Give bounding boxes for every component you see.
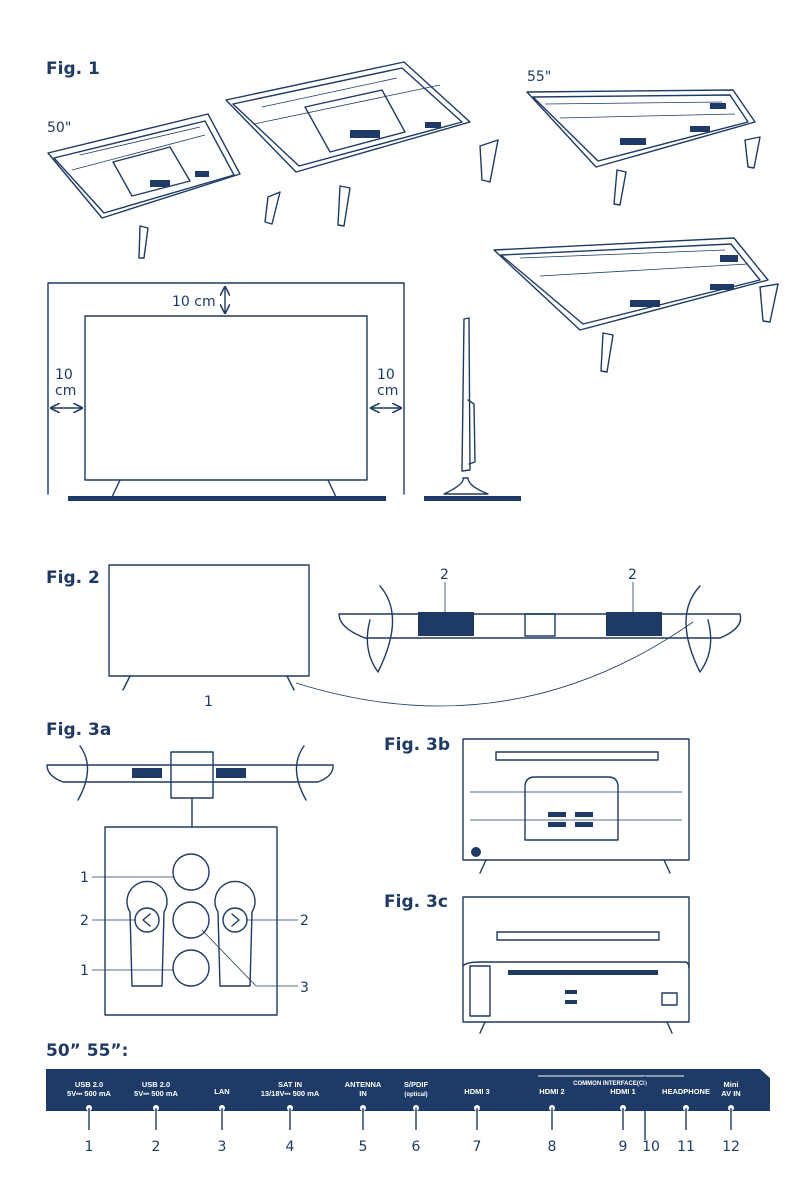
fig3a-callout-3: 3 [300, 980, 309, 996]
fig3a-callout-2b: 2 [300, 913, 309, 929]
port-number-2: 2 [152, 1139, 161, 1155]
fig2-label: Fig. 2 [46, 568, 100, 588]
port-number-11: 11 [677, 1139, 695, 1155]
port-number-1: 1 [85, 1139, 94, 1155]
tv-back-50-small [48, 114, 280, 258]
tv-back-fig3b [463, 739, 689, 873]
port-label-11: HEADPHONE [662, 1087, 710, 1096]
port-sublabel-5: IN [359, 1089, 367, 1098]
fig2-callout-2a: 2 [440, 567, 449, 583]
port-label-5: ANTENNA [345, 1080, 382, 1089]
size-55-label: 55" [527, 69, 551, 85]
panel-title: 50” 55”: [46, 1041, 128, 1061]
tv-front-fig2 [109, 565, 693, 706]
clearance-left-unit: cm [55, 383, 76, 399]
clearance-diagram [48, 283, 404, 501]
tv-side-view [424, 318, 521, 501]
port-number-5: 5 [359, 1139, 368, 1155]
fig3c-label: Fig. 3c [384, 892, 448, 912]
port-sublabel-12: AV IN [721, 1089, 740, 1098]
port-label-12: Mini [724, 1080, 739, 1089]
port-number-9: 9 [619, 1139, 628, 1155]
port-label-7: HDMI 3 [464, 1087, 489, 1096]
port-label-3: LAN [214, 1087, 229, 1096]
port-1: USB 2.05V⎓ 500 mA 1 [67, 1080, 112, 1155]
port-label-9: HDMI 1 [610, 1087, 635, 1096]
size-50-label: 50" [47, 120, 71, 136]
tv-back-fig3c [463, 897, 689, 1033]
stand-mount-detail [92, 827, 298, 1015]
fig3a-callout-1b: 1 [80, 963, 89, 979]
port-number-7: 7 [473, 1139, 482, 1155]
tv-back-55-bottom [494, 238, 778, 372]
fig3a-label: Fig. 3a [46, 720, 111, 740]
port-number-8: 8 [548, 1139, 557, 1155]
fig2-callout-2b: 2 [628, 567, 637, 583]
port-sublabel-4: 13/18V⎓ 500 mA [261, 1089, 320, 1098]
port-label-6: S/PDIF [404, 1080, 429, 1089]
clearance-left-value: 10 [55, 367, 73, 383]
clearance-right-unit: cm [377, 383, 398, 399]
port-10: 10 [642, 1139, 660, 1155]
port-label-4: SAT IN [278, 1080, 302, 1089]
port-label-8: HDMI 2 [539, 1087, 564, 1096]
port-number-12: 12 [722, 1139, 740, 1155]
tv-bottom-fig3a [47, 746, 333, 826]
port-label-2: USB 2.0 [142, 1080, 170, 1089]
port-number-4: 4 [286, 1139, 295, 1155]
fig3a-callout-1a: 1 [80, 870, 89, 886]
tv-bottom-fig2 [339, 582, 741, 672]
tv-back-55-top [527, 90, 760, 205]
port-number-10: 10 [642, 1139, 660, 1155]
clearance-top-label: 10 cm [172, 294, 216, 310]
port-number-3: 3 [218, 1139, 227, 1155]
port-label-1: USB 2.0 [75, 1080, 103, 1089]
port-6: S/PDIF (optical) 6 [404, 1080, 429, 1155]
port-sublabel-2: 5V⎓ 500 mA [134, 1089, 179, 1098]
fig3b-label: Fig. 3b [384, 735, 450, 755]
fig1-label: Fig. 1 [46, 59, 100, 79]
fig2-callout-1: 1 [204, 694, 213, 710]
clearance-right-value: 10 [377, 367, 395, 383]
port-sublabel-1: 5V⎓ 500 mA [67, 1089, 112, 1098]
fig3a-callout-2a: 2 [80, 913, 89, 929]
port-number-6: 6 [412, 1139, 421, 1155]
port-2: USB 2.05V⎓ 500 mA 2 [134, 1080, 179, 1155]
port-sublabel-6: (optical) [404, 1092, 427, 1098]
